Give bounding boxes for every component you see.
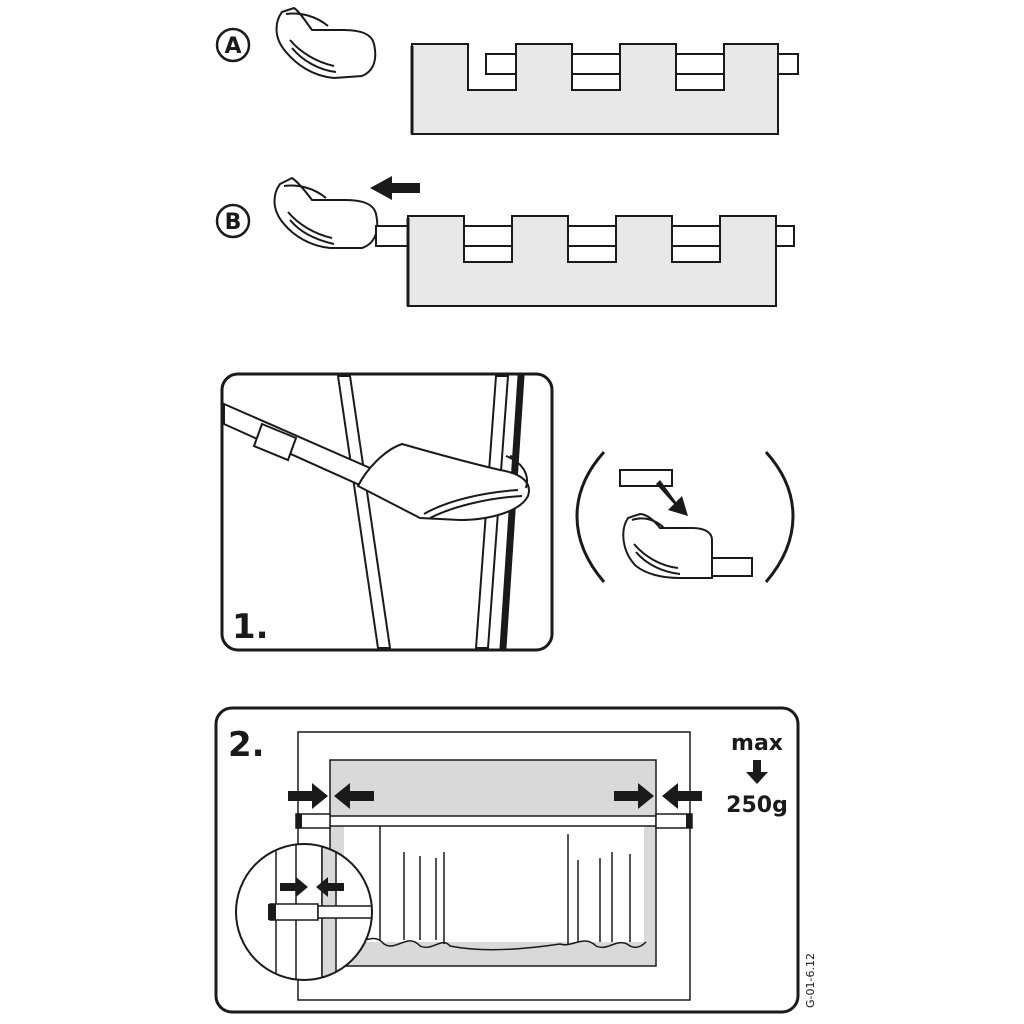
- step-2-label: 2.: [228, 725, 265, 765]
- step-a-badge: [215, 27, 251, 63]
- arrow-right-icon: [614, 783, 654, 809]
- rod-stub: [707, 557, 753, 577]
- arrow-left-icon: [334, 783, 374, 809]
- window-glass: [344, 826, 644, 942]
- step-2-panel: 2.: [214, 706, 800, 1014]
- window-frame-left: [336, 375, 392, 649]
- rod-b: [375, 225, 795, 247]
- max-label: max: [731, 731, 783, 756]
- fabric-panel-a: [411, 43, 779, 135]
- rod-sleeve: [252, 422, 298, 462]
- step-a-group: A: [215, 6, 799, 135]
- arrow-left-icon: [662, 783, 702, 809]
- diagonal-arrow-icon: [656, 480, 688, 516]
- fabric-panel-b: [407, 215, 777, 307]
- magnifier-detail: [235, 843, 373, 981]
- rod-cap-right: [686, 814, 692, 828]
- tension-rod: [329, 815, 657, 827]
- arrow-right-icon: [288, 783, 328, 809]
- clip-icon: [356, 442, 530, 522]
- clip-icon: [273, 176, 379, 249]
- clip-icon: [275, 6, 377, 80]
- clip-detail: [575, 450, 795, 583]
- arrow-left-icon: [370, 176, 420, 200]
- figure-code: G-01-6.12: [804, 953, 817, 1008]
- fabric-strip: [619, 469, 673, 487]
- arrow-right-icon: [280, 877, 308, 897]
- step-b-group: B: [215, 176, 795, 307]
- step-a-label: A: [224, 34, 241, 59]
- arrow-left-icon: [316, 877, 344, 897]
- window-frame-right-2: [499, 375, 525, 649]
- step-b-label: B: [225, 210, 242, 235]
- paren-left: [575, 450, 606, 583]
- rod-cap-left: [296, 814, 302, 828]
- paren-right: [764, 450, 795, 583]
- clip-icon: [622, 512, 713, 579]
- step-1-label: 1.: [232, 607, 269, 647]
- step-1-panel: 1.: [220, 372, 554, 652]
- step-b-badge: [215, 203, 251, 239]
- weight-value: 250g: [726, 793, 788, 818]
- arrow-down-icon: [746, 760, 768, 784]
- curtain: [347, 826, 647, 951]
